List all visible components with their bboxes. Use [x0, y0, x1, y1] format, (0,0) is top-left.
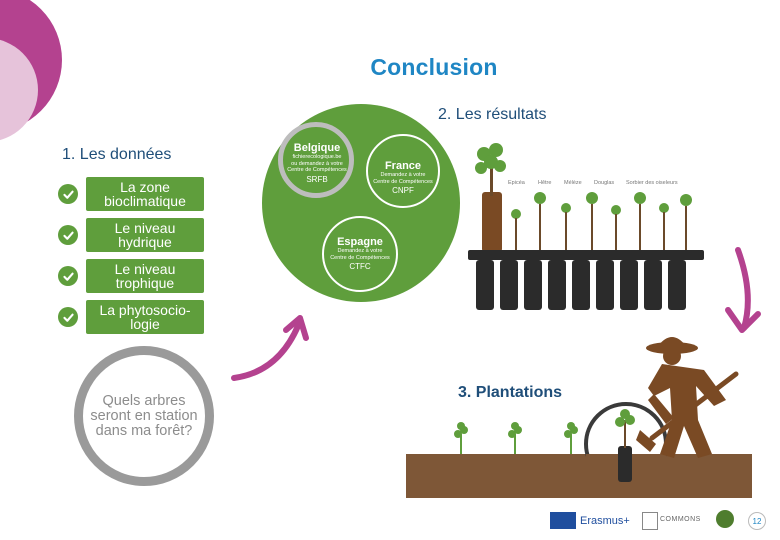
question-text: Quels arbres seront en station dans ma f…: [90, 392, 198, 439]
planting-illustration: [406, 337, 752, 498]
criteria-list: La zone bioclimatique Le niveau hydrique…: [58, 176, 208, 340]
criteria-item: Le niveau hydrique: [58, 217, 208, 253]
seedling-row: [511, 192, 692, 254]
section-2-label: 2. Les résultats: [438, 106, 547, 123]
species-douglas: Douglas: [594, 180, 615, 186]
corner-decoration: [0, 0, 62, 140]
page-number: 12: [748, 512, 766, 530]
question-circle: Quels arbres seront en station dans ma f…: [74, 346, 214, 486]
france-center: France Demandez à votre Centre de Compét…: [370, 160, 436, 195]
country-name: France: [384, 160, 422, 172]
checkmark-icon: [58, 266, 78, 286]
species-epicea: Epicéa: [508, 180, 525, 186]
seedling-tray-illustration: [468, 143, 704, 310]
belgium-center-ring: [278, 122, 354, 198]
criteria-item: La zone bioclimatique: [58, 176, 208, 212]
species-hetre: Hêtre: [538, 180, 552, 186]
checkmark-icon: [58, 307, 78, 327]
commons-logo: COMMONS: [660, 516, 701, 523]
species-sorbier: Sorbier des oiseleurs: [626, 180, 678, 186]
tree-logo-icon: [716, 510, 734, 528]
center-line: Centre de Compétences: [287, 167, 347, 173]
center-line: Demandez à votre: [380, 172, 426, 178]
eu-flag-icon: [550, 512, 576, 529]
criteria-label: Le niveau hydrique: [86, 218, 204, 252]
center-line: Centre de Compétences: [330, 254, 390, 261]
checkmark-icon: [58, 184, 78, 204]
section-1-label: 1. Les données: [62, 146, 172, 163]
criteria-label: La zone bioclimatique: [86, 177, 204, 211]
curved-arrow-icon: [725, 247, 761, 333]
center-line: Centre de Compétences: [373, 178, 433, 185]
species-meleze: Mélèze: [564, 180, 582, 186]
spain-center: Espagne Demandez à votre Centre de Compé…: [326, 236, 394, 271]
france-center-ring: [366, 134, 440, 208]
country-name: Espagne: [337, 236, 383, 248]
slide-title: Conclusion: [370, 54, 498, 80]
footer-logos: Erasmus+ COMMONS: [550, 510, 740, 534]
section-3-label: 3. Plantations: [458, 384, 563, 401]
center-code: CNPF: [392, 186, 414, 195]
center-line: fichierecologique.be: [292, 154, 342, 160]
competence-centers-circle: Belgique fichierecologique.be ou demande…: [262, 104, 460, 302]
checkmark-icon: [58, 225, 78, 245]
center-line: Demandez à votre: [337, 248, 383, 254]
belgium-center: Belgique fichierecologique.be ou demande…: [282, 142, 352, 184]
criteria-item: La phytosocio-logie: [58, 299, 208, 335]
commons-logo-icon: [642, 512, 658, 530]
erasmus-logo: Erasmus+: [580, 515, 630, 527]
curved-arrow-icon: [231, 315, 309, 381]
center-code: SRFB: [306, 174, 328, 184]
criteria-label: La phytosocio-logie: [86, 300, 204, 334]
center-line: ou demandez à votre: [291, 160, 343, 167]
center-code: CTFC: [349, 262, 371, 271]
spain-center-ring: [322, 216, 398, 292]
criteria-label: Le niveau trophique: [86, 259, 204, 293]
criteria-item: Le niveau trophique: [58, 258, 208, 294]
country-name: Belgique: [293, 142, 341, 154]
